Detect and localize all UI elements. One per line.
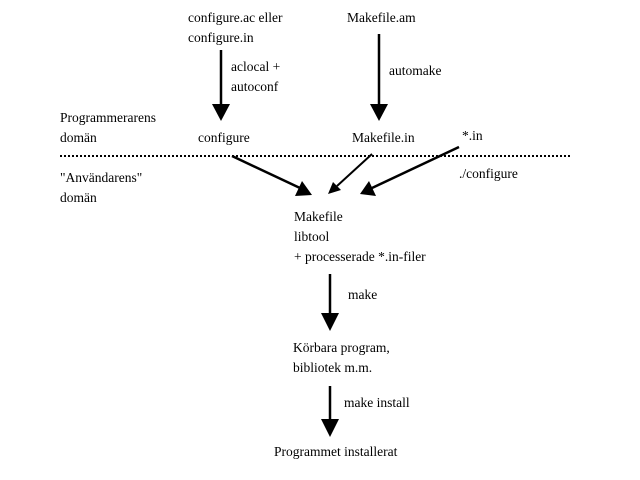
- programmer-domain-label: Programmerarens domän: [60, 108, 156, 148]
- programmer-domain-line1: Programmerarens: [60, 110, 156, 125]
- makefile-output-line2: libtool: [294, 229, 330, 244]
- aclocal-autoconf-label: aclocal + autoconf: [231, 57, 280, 97]
- arrow-makefile-am-to-makefile-in-head: [370, 104, 388, 121]
- user-domain-line2: domän: [60, 190, 97, 205]
- arrow-configure-to-makefile-head: [295, 181, 312, 196]
- arrow-star-in-to-makefile-head: [360, 181, 376, 196]
- makefile-output-label: Makefile libtool + processerade *.in-fil…: [294, 207, 426, 267]
- executables-label: Körbara program, bibliotek m.m.: [293, 338, 390, 378]
- user-domain-line1: "Användarens": [60, 170, 143, 185]
- programmer-domain-line2: domän: [60, 130, 97, 145]
- installed-label: Programmet installerat: [274, 444, 398, 459]
- arrow-makefile-in-to-makefile: [336, 153, 373, 187]
- aclocal-label-line1: aclocal +: [231, 59, 281, 74]
- aclocal-label-line2: autoconf: [231, 79, 279, 94]
- makefile-in-label: Makefile.in: [352, 130, 415, 145]
- arrow-configure-ac-to-configure-head: [212, 104, 230, 121]
- arrow-star-in-to-makefile: [371, 145, 460, 190]
- make-install-label: make install: [344, 395, 410, 410]
- makefile-am-label: Makefile.am: [347, 10, 416, 25]
- makefile-output-line1: Makefile: [294, 209, 343, 224]
- configure-ac-label: configure.ac eller configure.in: [188, 8, 282, 48]
- star-in-label: *.in: [462, 128, 483, 143]
- arrow-configure-to-makefile: [231, 154, 301, 190]
- makefile-output-line3: + processerade *.in-filer: [294, 249, 426, 264]
- run-configure-label: ./configure: [459, 166, 518, 181]
- executables-line1: Körbara program,: [293, 340, 390, 355]
- configure-label: configure: [198, 130, 250, 145]
- executables-line2: bibliotek m.m.: [293, 360, 373, 375]
- arrow-executables-to-installed-head: [321, 419, 339, 437]
- user-domain-label: "Användarens" domän: [60, 168, 142, 208]
- automake-label: automake: [389, 63, 442, 78]
- configure-ac-label-line2: configure.in: [188, 30, 254, 45]
- arrow-makefile-in-to-makefile-head: [328, 182, 341, 194]
- arrow-makefile-to-executables-head: [321, 313, 339, 331]
- make-label: make: [348, 287, 378, 302]
- configure-ac-label-line1: configure.ac eller: [188, 10, 283, 25]
